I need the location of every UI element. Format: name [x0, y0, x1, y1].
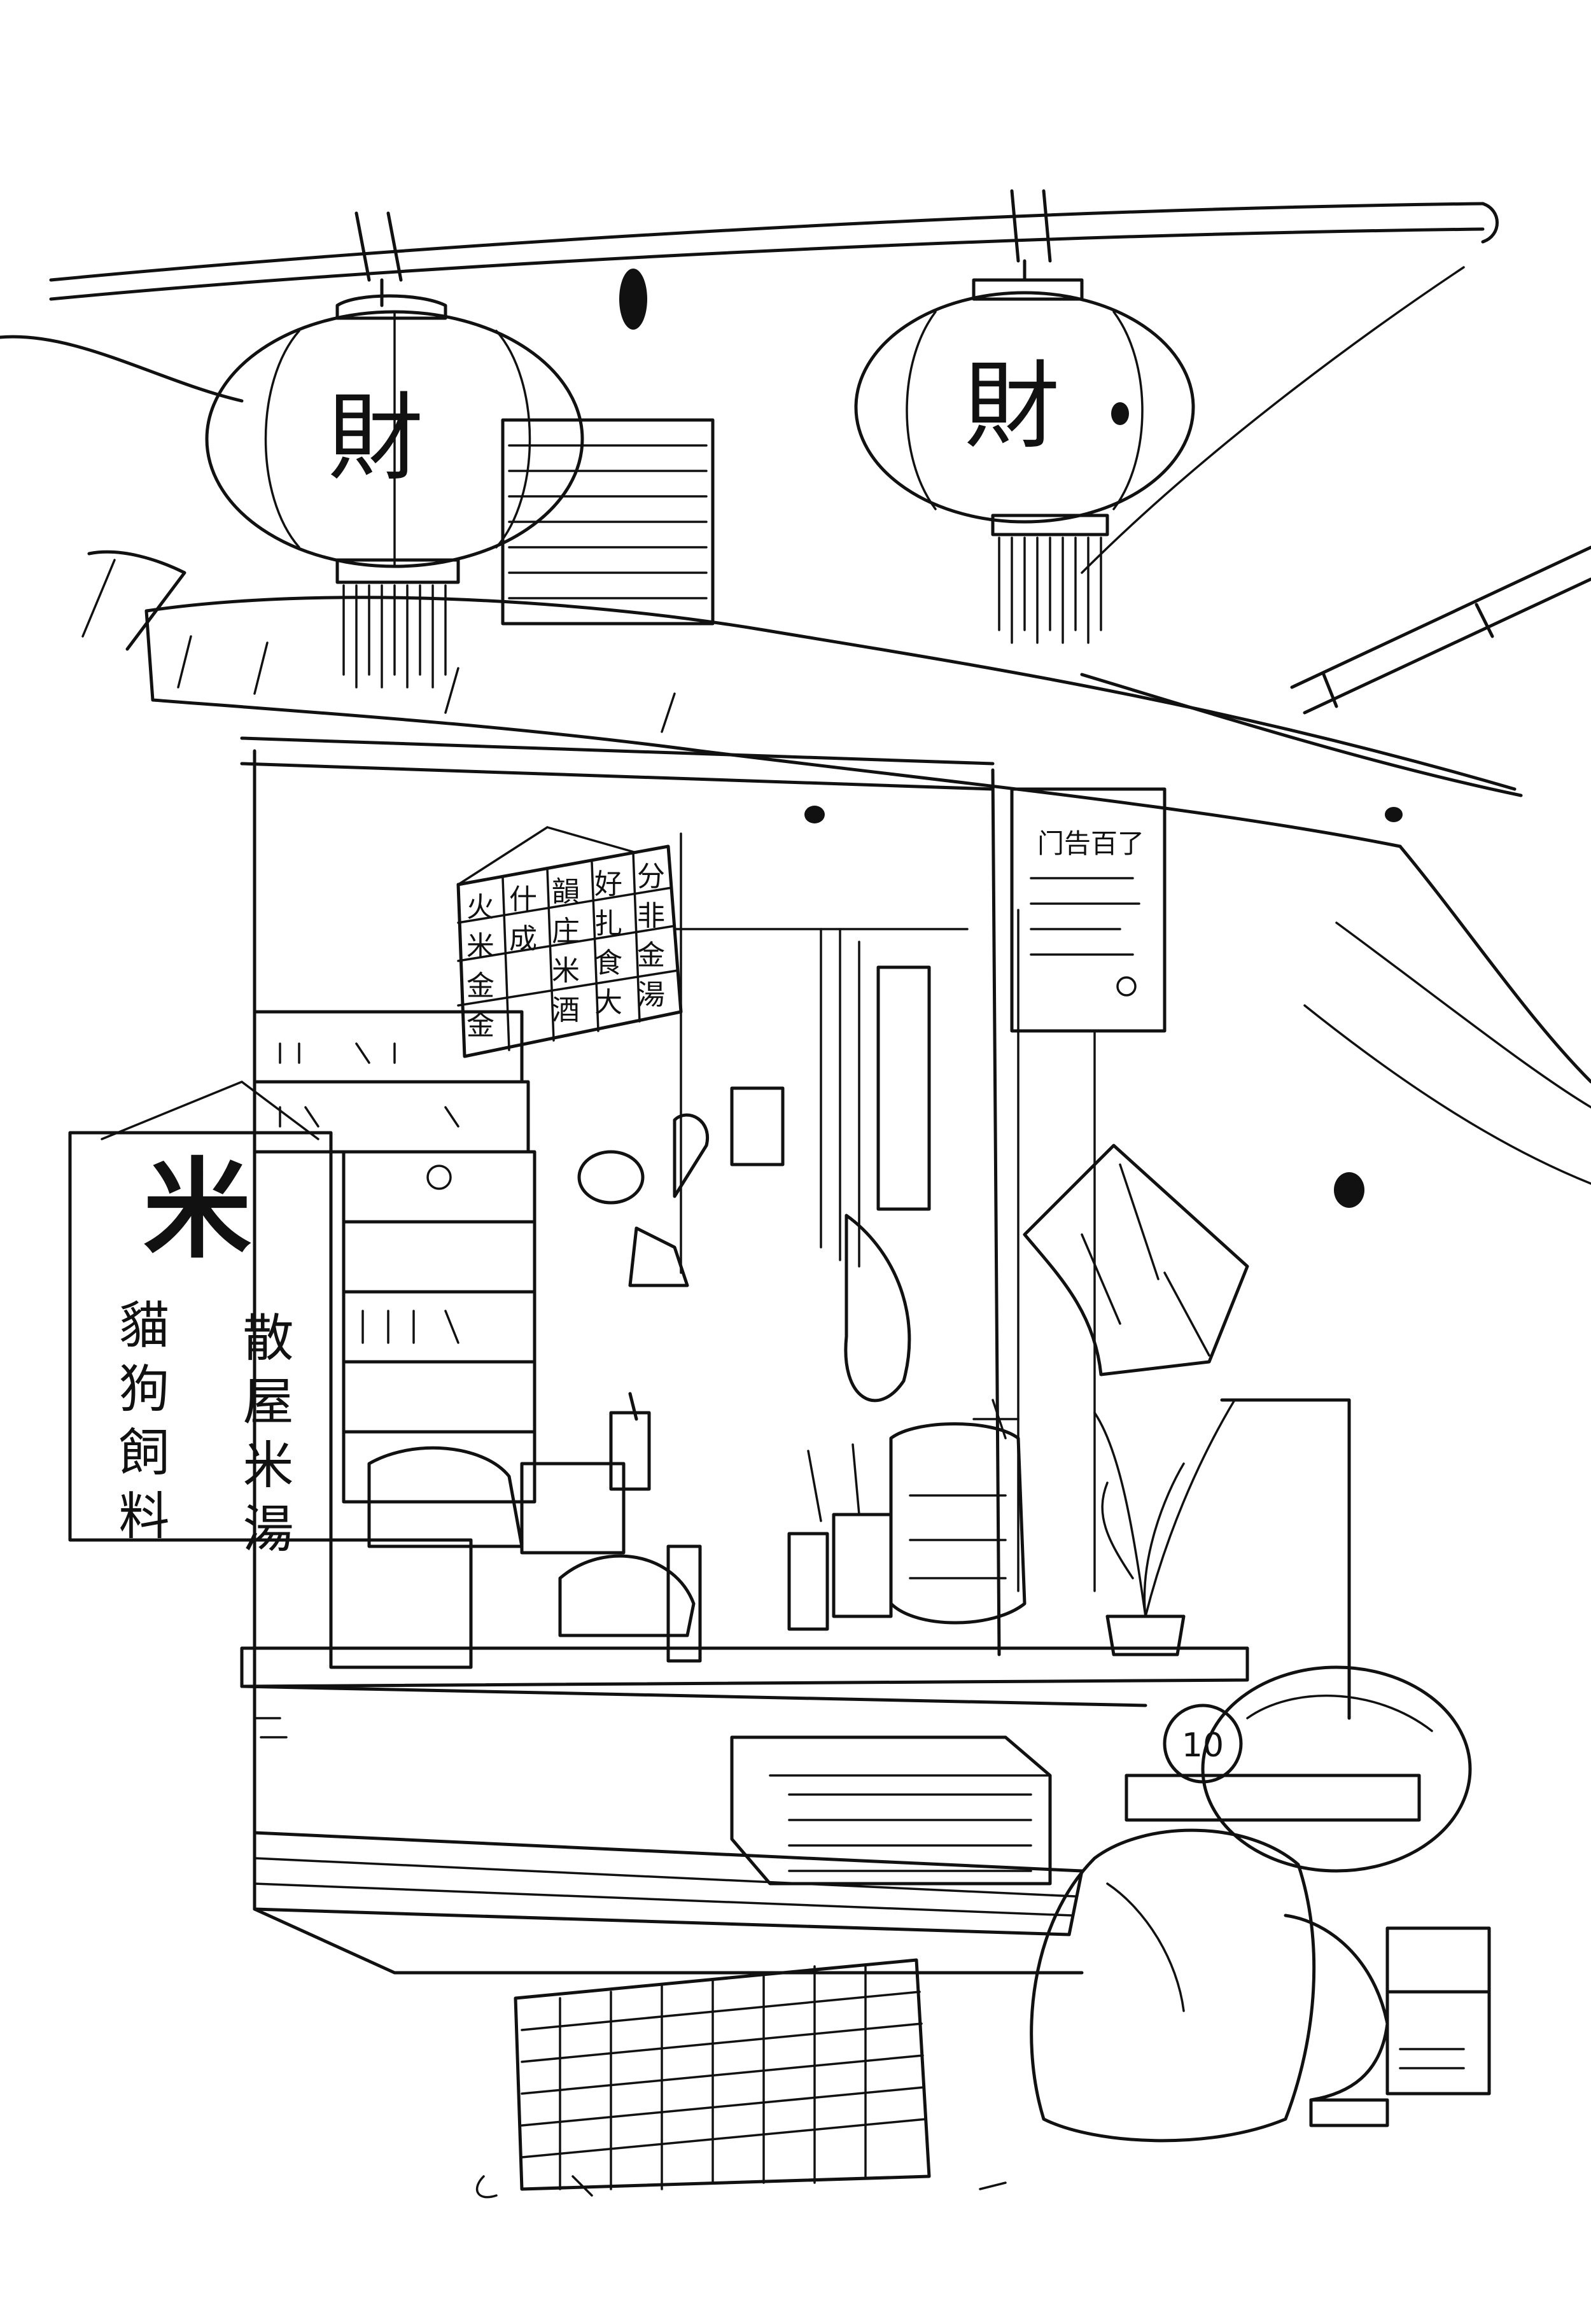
tarp-awning — [81, 550, 1591, 1185]
menu-board-cell: 金 — [466, 1009, 494, 1042]
menu-board-cell: 什 — [509, 883, 537, 916]
menu-board-cell: 酒 — [552, 994, 580, 1026]
rice-sign-title: 米 — [143, 1147, 251, 1273]
lantern-left-character: 財 — [328, 383, 423, 494]
rice-sacks — [1030, 1828, 1491, 2143]
menu-board — [456, 826, 683, 1058]
lantern-left: 財 — [205, 278, 584, 689]
woven-crate — [514, 1958, 931, 2191]
menu-board-cell: 金 — [637, 939, 665, 972]
plastic-bag — [1023, 1144, 1249, 1376]
round-tray: 10 — [1125, 1665, 1472, 1873]
menu-board-cell: 庄 — [552, 915, 580, 948]
menu-board-cell: 米 — [552, 955, 580, 987]
menu-board-cell: 成 — [509, 923, 537, 955]
menu-board-cell: 好 — [594, 868, 622, 900]
menu-board-cell: 食 — [594, 947, 622, 979]
hanging-goods — [577, 928, 969, 1403]
menu-board-cell: 韻 — [552, 876, 580, 908]
lantern-right-character: 財 — [964, 351, 1060, 462]
menu-board-cell: 湯 — [637, 979, 665, 1011]
low-platform — [253, 1831, 1084, 1975]
menu-board-cell: 米 — [466, 930, 494, 963]
rice-sign-right-column: 散屋米湯 — [235, 1311, 294, 1565]
louvered-vent — [501, 418, 715, 626]
menu-board-cells: 火什韻好分米成庄扎非金米食金金酒大湯 — [466, 860, 665, 1042]
menu-board-cell: 非 — [637, 900, 665, 932]
ground-marks — [476, 2175, 1007, 2199]
menu-board-cell: 火 — [466, 891, 494, 923]
stacked-boxes — [253, 1010, 536, 1669]
basket-small — [730, 1735, 1052, 1886]
menu-board-cell: 扎 — [594, 907, 622, 940]
bamboo-pole-right — [1290, 545, 1591, 715]
rice-sign: 米 — [68, 1081, 333, 1542]
ink-blots — [619, 269, 1403, 1208]
menu-board-cell: 大 — [594, 986, 622, 1019]
scale-label: 10 — [1182, 1726, 1224, 1765]
menu-board-cell: 分 — [637, 860, 665, 893]
stall-frame — [240, 736, 1351, 1898]
notice-board-heading: 门告百了 — [1037, 828, 1144, 859]
menu-board-cell: 金 — [466, 970, 494, 1002]
lantern-right: 財 — [854, 259, 1195, 644]
counter — [240, 1646, 1249, 1739]
counter-items — [367, 1392, 1027, 1663]
bamboo-pole-top — [0, 189, 1499, 574]
potted-plant — [1093, 1399, 1236, 1656]
rice-sign-left-column: 貓狗飼料 — [111, 1298, 170, 1553]
notice-board: 门告百了 — [1010, 787, 1167, 1033]
